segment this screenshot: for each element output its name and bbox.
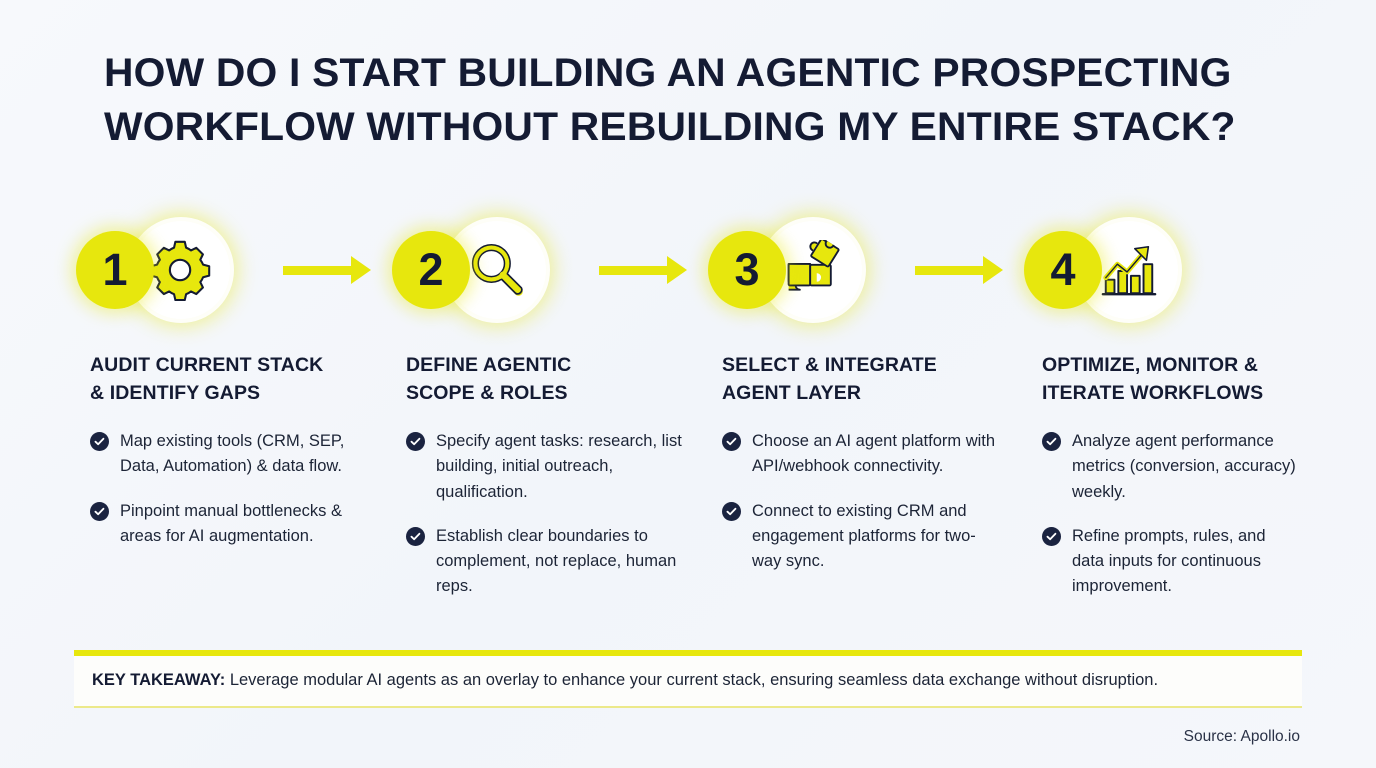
column-heading-1-line1: AUDIT CURRENT STACK: [90, 354, 324, 376]
check-circle-icon: [722, 501, 741, 521]
key-takeaway-box: KEY TAKEAWAY: Leverage modular AI agents…: [74, 650, 1302, 709]
flow-arrow-1: [283, 256, 373, 284]
bullet-text: Choose an AI agent platform with API/web…: [752, 432, 996, 476]
title-line-2: WORKFLOW WITHOUT REBUILDING MY ENTIRE ST…: [104, 105, 1236, 149]
key-takeaway-body: Leverage modular AI agents as an overlay…: [225, 671, 1159, 689]
step-node-1[interactable]: 1: [76, 210, 230, 330]
step-number-circle-3: 3: [708, 231, 786, 309]
column-heading-3-line2: AGENT LAYER: [722, 381, 862, 404]
list-item: Specify agent tasks: research, list buil…: [406, 429, 684, 504]
bullet-text: Connect to existing CRM and engagement p…: [752, 501, 976, 570]
check-circle-icon: [722, 432, 741, 452]
bullet-text: Refine prompts, rules, and data inputs f…: [1072, 526, 1266, 595]
bullet-text: Pinpoint manual bottlenecks & areas for …: [120, 501, 342, 545]
column-heading-3: SELECT & INTEGRATE AGENT LAYER: [722, 352, 1000, 407]
check-circle-icon: [1042, 526, 1061, 546]
bullet-text: Analyze agent performance metrics (conve…: [1072, 432, 1296, 501]
column-heading-2-line2: SCOPE & ROLES: [406, 381, 568, 404]
column-heading-1-line2: & IDENTIFY GAPS: [90, 381, 261, 404]
check-circle-icon: [90, 501, 109, 521]
step-node-4[interactable]: 4: [1024, 210, 1178, 330]
step-number-4: 4: [1050, 244, 1076, 295]
steps-flow: 1 2: [0, 210, 1376, 335]
step-column-4: OPTIMIZE, MONITOR & ITERATE WORKFLOWS An…: [1042, 352, 1300, 618]
list-item: Map existing tools (CRM, SEP, Data, Auto…: [90, 429, 365, 479]
column-heading-1: AUDIT CURRENT STACK & IDENTIFY GAPS: [90, 352, 365, 407]
column-heading-4: OPTIMIZE, MONITOR & ITERATE WORKFLOWS: [1042, 352, 1300, 407]
page-title: HOW DO I START BUILDING AN AGENTIC PROSP…: [104, 46, 1304, 154]
bullet-text: Map existing tools (CRM, SEP, Data, Auto…: [120, 432, 345, 476]
check-circle-icon: [90, 432, 109, 452]
check-circle-icon: [406, 526, 425, 546]
key-takeaway-text: KEY TAKEAWAY: Leverage modular AI agents…: [92, 670, 1284, 691]
list-item: Establish clear boundaries to complement…: [406, 524, 684, 599]
bullet-text: Specify agent tasks: research, list buil…: [436, 432, 682, 501]
source-attribution: Source: Apollo.io: [1183, 728, 1300, 745]
list-item: Refine prompts, rules, and data inputs f…: [1042, 524, 1300, 599]
step-column-3: SELECT & INTEGRATE AGENT LAYER Choose an…: [722, 352, 1000, 593]
step-number-2: 2: [418, 244, 444, 295]
column-heading-2-line1: DEFINE AGENTIC: [406, 354, 572, 376]
check-circle-icon: [406, 432, 425, 452]
growth-chart-icon: [1098, 239, 1160, 301]
step-number-circle-4: 4: [1024, 231, 1102, 309]
list-item: Choose an AI agent platform with API/web…: [722, 429, 1000, 479]
list-item: Connect to existing CRM and engagement p…: [722, 499, 1000, 574]
step-number-circle-1: 1: [76, 231, 154, 309]
step-number-circle-2: 2: [392, 231, 470, 309]
step-number-3: 3: [734, 244, 760, 295]
bullet-text: Establish clear boundaries to complement…: [436, 526, 677, 595]
list-item: Analyze agent performance metrics (conve…: [1042, 429, 1300, 504]
magnifier-icon: [467, 240, 527, 300]
step-icon-circle-1: [132, 221, 230, 319]
column-heading-4-line1: OPTIMIZE, MONITOR &: [1042, 354, 1259, 376]
title-line-1: HOW DO I START BUILDING AN AGENTIC PROSP…: [104, 51, 1232, 95]
puzzle-icon: [783, 240, 843, 300]
gear-icon: [150, 239, 212, 301]
list-item: Pinpoint manual bottlenecks & areas for …: [90, 499, 365, 549]
step-node-2[interactable]: 2: [392, 210, 546, 330]
step-number-1: 1: [102, 244, 128, 295]
check-circle-icon: [1042, 432, 1061, 452]
step-node-3[interactable]: 3: [708, 210, 862, 330]
step-column-1: AUDIT CURRENT STACK & IDENTIFY GAPS Map …: [90, 352, 365, 568]
step-column-2: DEFINE AGENTIC SCOPE & ROLES Specify age…: [406, 352, 684, 618]
flow-arrow-2: [599, 256, 689, 284]
flow-arrow-3: [915, 256, 1005, 284]
key-takeaway-label: KEY TAKEAWAY:: [92, 671, 226, 689]
column-heading-2: DEFINE AGENTIC SCOPE & ROLES: [406, 352, 684, 407]
column-heading-3-line1: SELECT & INTEGRATE: [722, 354, 937, 376]
column-heading-4-line2: ITERATE WORKFLOWS: [1042, 381, 1264, 404]
